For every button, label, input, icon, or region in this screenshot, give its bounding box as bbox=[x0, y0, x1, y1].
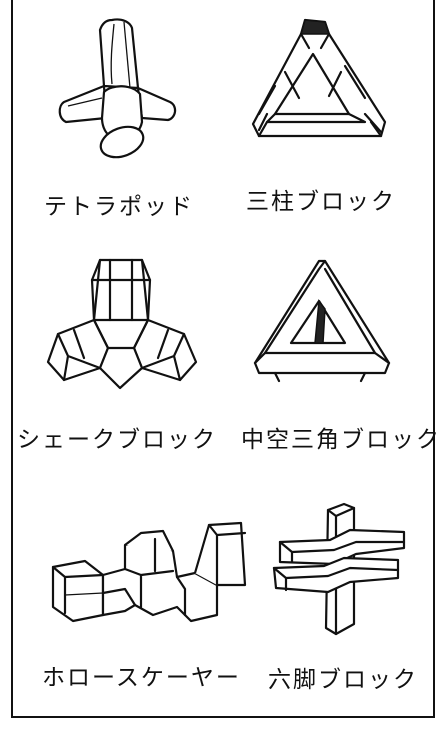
caption-tetrapod: テトラポッド bbox=[44, 194, 194, 220]
caption-hollow-scaler: ホロースケーヤー bbox=[42, 665, 241, 691]
six-leg-block-icon bbox=[270, 502, 415, 638]
tetrapod-icon bbox=[52, 14, 182, 159]
three-pillar-icon bbox=[245, 14, 395, 159]
caption-six-leg-block: 六脚ブロック bbox=[268, 667, 418, 693]
caption-shake-block: シェークブロック bbox=[17, 427, 217, 453]
caption-three-pillar: 三柱ブロック bbox=[246, 189, 396, 215]
hollow-scaler-icon bbox=[45, 515, 257, 627]
caption-hollow-triangle: 中空三角ブロック bbox=[241, 427, 441, 453]
figure-frame bbox=[11, 0, 435, 718]
hollow-triangle-icon bbox=[245, 255, 395, 387]
shake-block-icon bbox=[38, 250, 206, 392]
